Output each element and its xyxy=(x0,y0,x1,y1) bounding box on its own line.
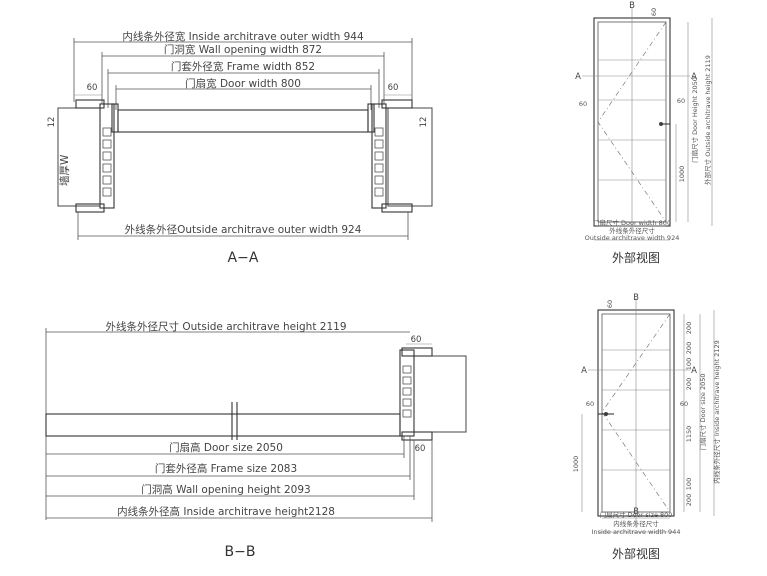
door-leaf-section xyxy=(117,109,369,133)
elevation-bottom: B B A A 60 60 60 1000 200 200 100 200 11… xyxy=(572,293,721,561)
label-a-left-top-elev: A xyxy=(575,72,581,82)
right-dim-2: 200 xyxy=(685,342,693,354)
wall-thickness-label: 墙厚W xyxy=(58,154,71,186)
bottom-dim-2-top: 外线条外径尺寸 xyxy=(609,226,655,235)
wall-right xyxy=(387,107,433,207)
frame-left-cells xyxy=(102,127,112,197)
bb-inside-architrave-height-label: 内线条外径高 Inside architrave height2128 xyxy=(117,505,335,518)
dim-60-top-bottom-elev: 60 xyxy=(606,300,614,308)
label-a-left-bottom-elev: A xyxy=(581,366,587,376)
label-a-right-bottom-elev: A xyxy=(691,366,697,376)
bottom-dim-1-bottom: 门扇尺寸 Door size 800 xyxy=(600,510,673,519)
section-aa: 内线条外径宽 Inside architrave outer width 944… xyxy=(47,30,433,266)
bb-outside-architrave-height-label: 外线条外径尺寸 Outside architrave height 2119 xyxy=(106,320,347,333)
right-dim-5: 100 xyxy=(685,478,693,490)
label-b-bottom-bottom-elev: B xyxy=(633,507,639,517)
elevation-top: B A A 60 60 60 门扇尺寸 Door Height 2050 外部尺… xyxy=(575,1,713,265)
bb-frame xyxy=(399,349,415,437)
label-b-top-bottom-elev: B xyxy=(633,293,639,303)
dim-60-right: 60 xyxy=(388,83,399,93)
dim-60-right-elev: 60 xyxy=(677,97,685,105)
bb-wall xyxy=(413,355,467,433)
right-dim-6: 200 xyxy=(685,494,693,506)
door-size-bottom-label: 门扇尺寸 Door size 2050 xyxy=(698,374,707,451)
right-dim-1: 200 xyxy=(685,322,693,334)
label-a-right-top-elev: A xyxy=(691,72,697,82)
swing-line-bottom xyxy=(601,313,671,513)
dim-1000-top: 1000 xyxy=(678,166,686,183)
label-b-top-elev: B xyxy=(629,1,635,11)
bb-door-size-label: 门扇高 Door size 2050 xyxy=(169,441,283,454)
bb-frame-size-label: 门套外径高 Frame size 2083 xyxy=(155,462,297,475)
bb-wall-opening-height-label: 门洞高 Wall opening height 2093 xyxy=(141,483,310,496)
frame-left xyxy=(99,103,115,209)
frame-width-label: 门套外径宽 Frame width 852 xyxy=(171,60,315,73)
section-bb: 外线条外径尺寸 Outside architrave height 2119 6… xyxy=(45,320,467,560)
caption-aa: A−A xyxy=(228,250,259,266)
bottom-dim-3-top: Outside architrave width 924 xyxy=(585,234,680,242)
frame-right xyxy=(371,103,387,209)
caption-bb: B−B xyxy=(225,544,256,560)
bottom-dim-1-top: 门扇尺寸 Door width 800 xyxy=(593,218,671,227)
dim-1150: 1150 xyxy=(685,426,693,443)
caption-exterior-view-top: 外部视图 xyxy=(612,250,660,265)
dim-60-left-bottom-elev: 60 xyxy=(586,400,594,408)
dim-60-left: 60 xyxy=(87,83,98,93)
dim-12-right: 12 xyxy=(419,117,429,128)
dim-60-top-elev: 60 xyxy=(650,8,658,16)
bottom-dim-3-bottom: Inside architrave width 944 xyxy=(592,528,681,536)
right-dim-3: 100 xyxy=(685,358,693,370)
bottom-dim-2-bottom: 内线条外径尺寸 xyxy=(613,519,659,528)
door-width-label: 门扇宽 Door width 800 xyxy=(185,77,301,90)
frame-right-cells xyxy=(374,127,384,197)
bb-door-leaf xyxy=(45,413,401,437)
wall-opening-width-label: 门洞宽 Wall opening width 872 xyxy=(164,43,322,56)
bb-dim-60-bottom: 60 xyxy=(415,444,426,454)
dim-60-left-elev: 60 xyxy=(579,100,587,108)
swing-line-top xyxy=(597,21,667,223)
caption-exterior-view-bottom: 外部视图 xyxy=(612,546,660,561)
dim-1000-bottom: 1000 xyxy=(572,456,580,473)
right-dim-4: 200 xyxy=(685,378,693,390)
door-height-label: 门扇尺寸 Door Height 2050 xyxy=(690,77,699,163)
bb-dim-60-top: 60 xyxy=(411,335,422,345)
outside-architrave-width-label: 外线条外径Outside architrave outer width 924 xyxy=(125,223,362,236)
inside-architrave-height-bottom-label: 内线条外径尺寸 Inside architrave height 2129 xyxy=(712,340,721,483)
outside-architrave-height-top-label: 外部尺寸 Outside architrave height 2119 xyxy=(703,55,712,185)
inside-architrave-width-label: 内线条外径宽 Inside architrave outer width 944 xyxy=(122,30,364,43)
dim-12-left: 12 xyxy=(47,117,57,128)
